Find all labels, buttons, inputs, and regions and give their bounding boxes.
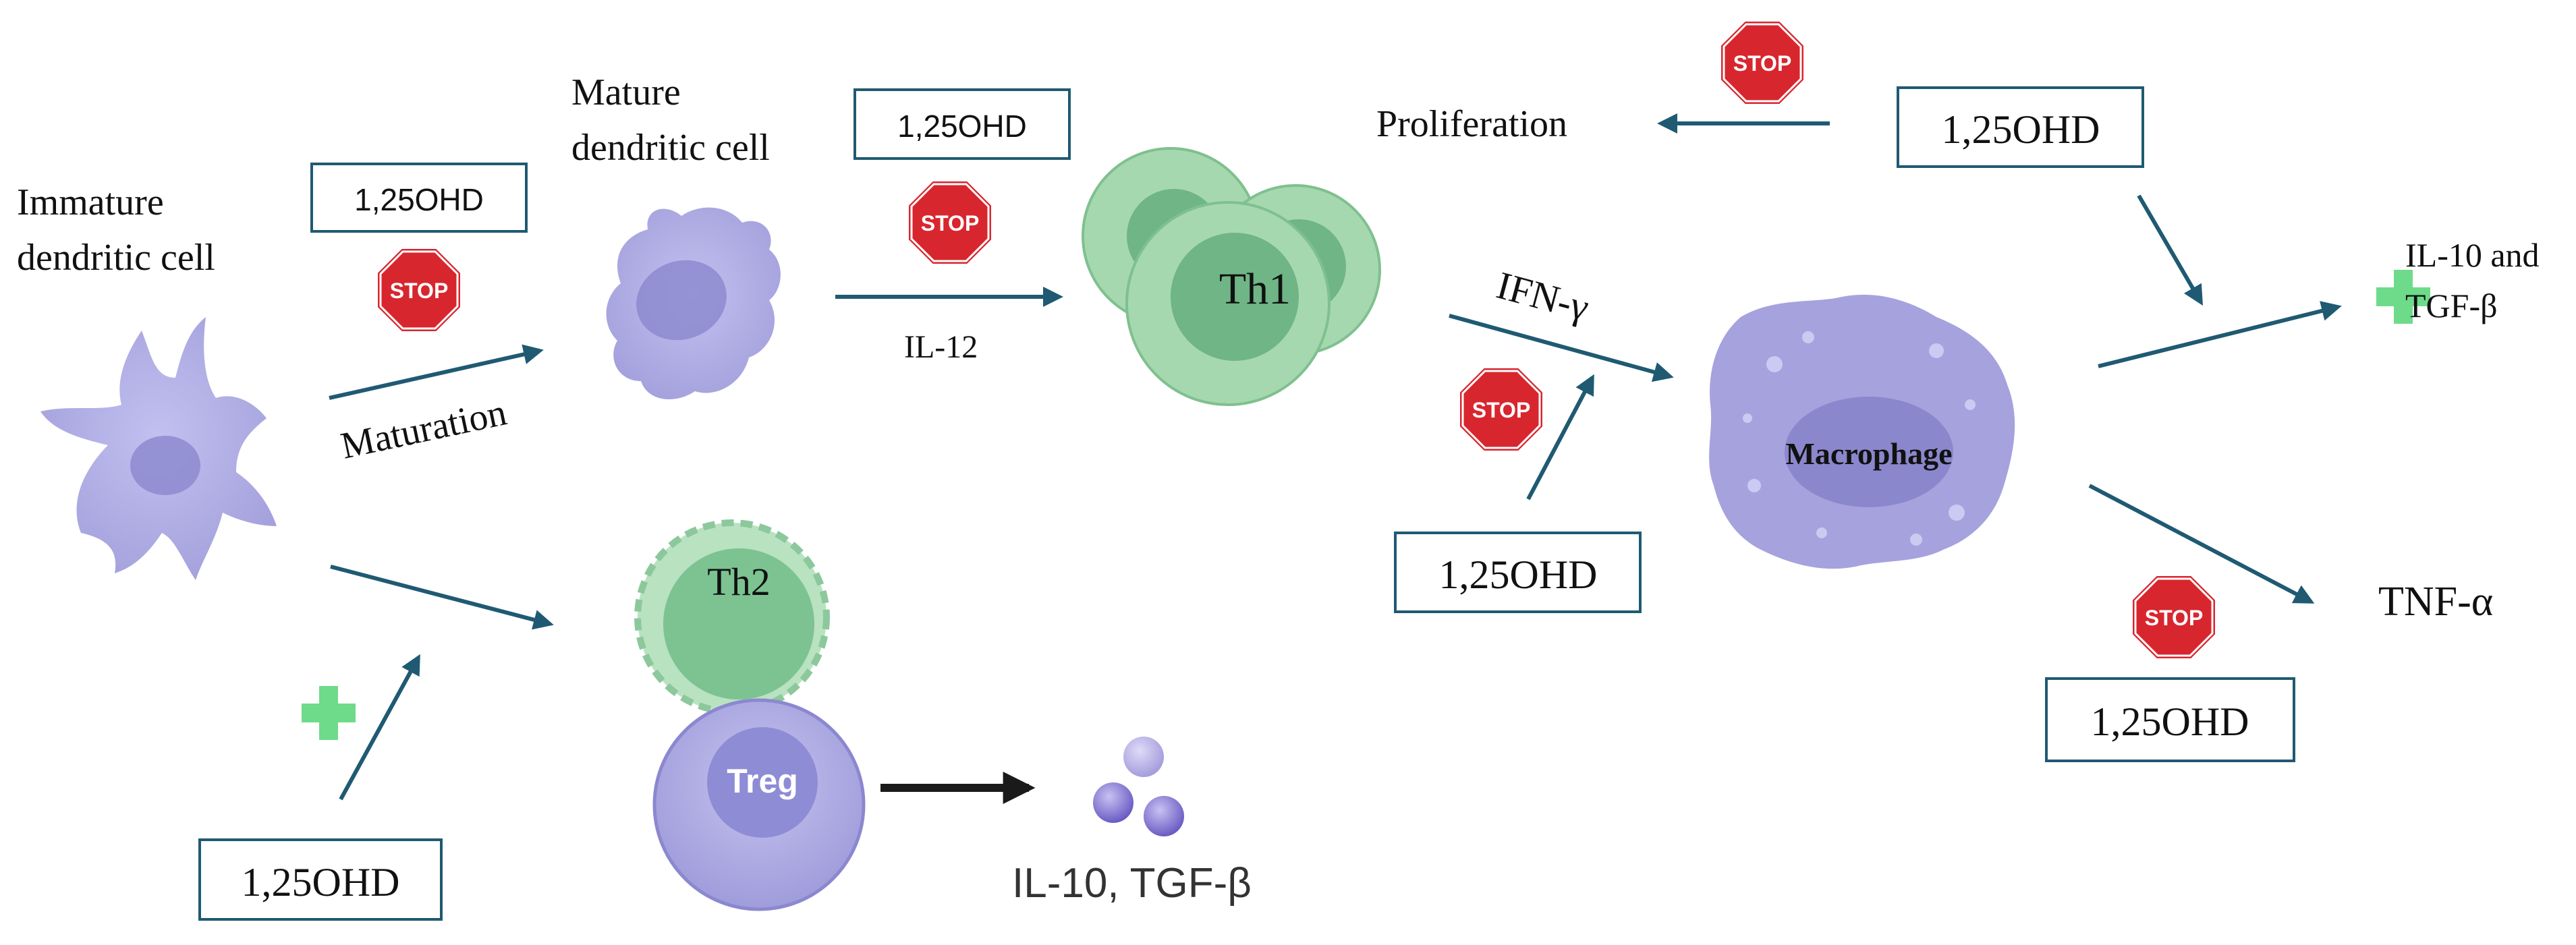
immature-dc-line1: Immature	[17, 181, 164, 223]
inhibitor-box-il12: 1,25OHD	[853, 88, 1071, 160]
macrophage-icon: Macrophage	[1709, 294, 2015, 569]
treg-label: Treg	[727, 762, 798, 800]
macrophage-label: Macrophage	[1785, 436, 1952, 471]
immature-dendritic-cell-label: Immature dendritic cell	[17, 181, 215, 279]
th2-activation-arrow	[339, 654, 420, 801]
inhibitor-box-tnf: 1,25OHD	[2045, 677, 2295, 762]
inhibitor-label-ifn: 1,25OHD	[1439, 552, 1598, 597]
treg-output-label: IL-10, TGF-β	[1012, 860, 1252, 907]
inhibitor-label-th2: 1,25OHD	[242, 860, 400, 905]
treg-cell-icon: Treg	[652, 698, 866, 911]
inhibitor-label-proliferation: 1,25OHD	[1942, 107, 2100, 152]
stop-sign-text: STOP	[2145, 606, 2204, 630]
inhibitor-box-th2: 1,25OHD	[198, 838, 443, 921]
proliferation-label: Proliferation	[1376, 103, 1567, 145]
ifn-gamma-arrow	[1449, 314, 1674, 382]
il10-tgf-label: IL-10 and TGF-β	[2405, 236, 2540, 324]
stop-sign-text: STOP	[390, 279, 449, 303]
stop-sign-text: STOP	[1733, 51, 1792, 76]
inhibitor-label-maturation: 1,25OHD	[354, 182, 484, 217]
stop-sign-icon: STOP	[906, 179, 994, 266]
maturation-label: Maturation	[337, 391, 510, 467]
maturation-arrow	[329, 344, 544, 400]
ifn-gamma-inhibition-arrow	[1526, 374, 1594, 500]
stop-sign-icon: STOP	[375, 246, 463, 334]
inhibitor-label-il12: 1,25OHD	[897, 109, 1027, 144]
il10-tgf-line2: TGF-β	[2405, 287, 2498, 324]
inhibitor-box-ifn: 1,25OHD	[1394, 532, 1642, 613]
stop-sign-icon: STOP	[1457, 366, 1545, 453]
immature-dc-line2: dendritic cell	[17, 237, 215, 279]
il10-tgf-arrow	[2098, 301, 2342, 368]
tnf-alpha-arrow	[2088, 484, 2315, 604]
mature-dendritic-cell-icon	[606, 207, 781, 399]
mature-dc-line1: Mature	[571, 71, 681, 113]
stop-sign-text: STOP	[921, 211, 980, 235]
th1-label: Th1	[1219, 264, 1291, 314]
ifn-gamma-label: IFN-γ	[1492, 263, 1594, 330]
plus-icon	[302, 686, 356, 740]
immature-dendritic-cell-icon	[40, 317, 277, 580]
il12-label: IL-12	[904, 329, 978, 365]
tnf-alpha-label: TNF-α	[2378, 579, 2493, 625]
stop-sign-icon: STOP	[2130, 573, 2218, 661]
mature-dc-line2: dendritic cell	[571, 127, 770, 169]
stop-sign-text: STOP	[1472, 398, 1531, 422]
inhibitor-label-tnf: 1,25OHD	[2091, 699, 2249, 744]
th2-cell-icon: Th2	[634, 519, 830, 715]
th2-label: Th2	[707, 560, 770, 604]
inhibitor-box-maturation: 1,25OHD	[310, 163, 528, 233]
mature-dendritic-cell-label: Mature dendritic cell	[571, 71, 770, 169]
th2-arrow	[330, 565, 554, 630]
il10-activation-arrow	[2137, 194, 2204, 306]
il10-tgf-line1: IL-10 and	[2405, 236, 2540, 274]
cytokine-dots-icon	[1093, 737, 1184, 836]
stop-sign-icon: STOP	[1718, 19, 1806, 107]
th1-cell-cluster: Th1	[1082, 147, 1381, 406]
inhibitor-box-proliferation: 1,25OHD	[1897, 86, 2144, 168]
